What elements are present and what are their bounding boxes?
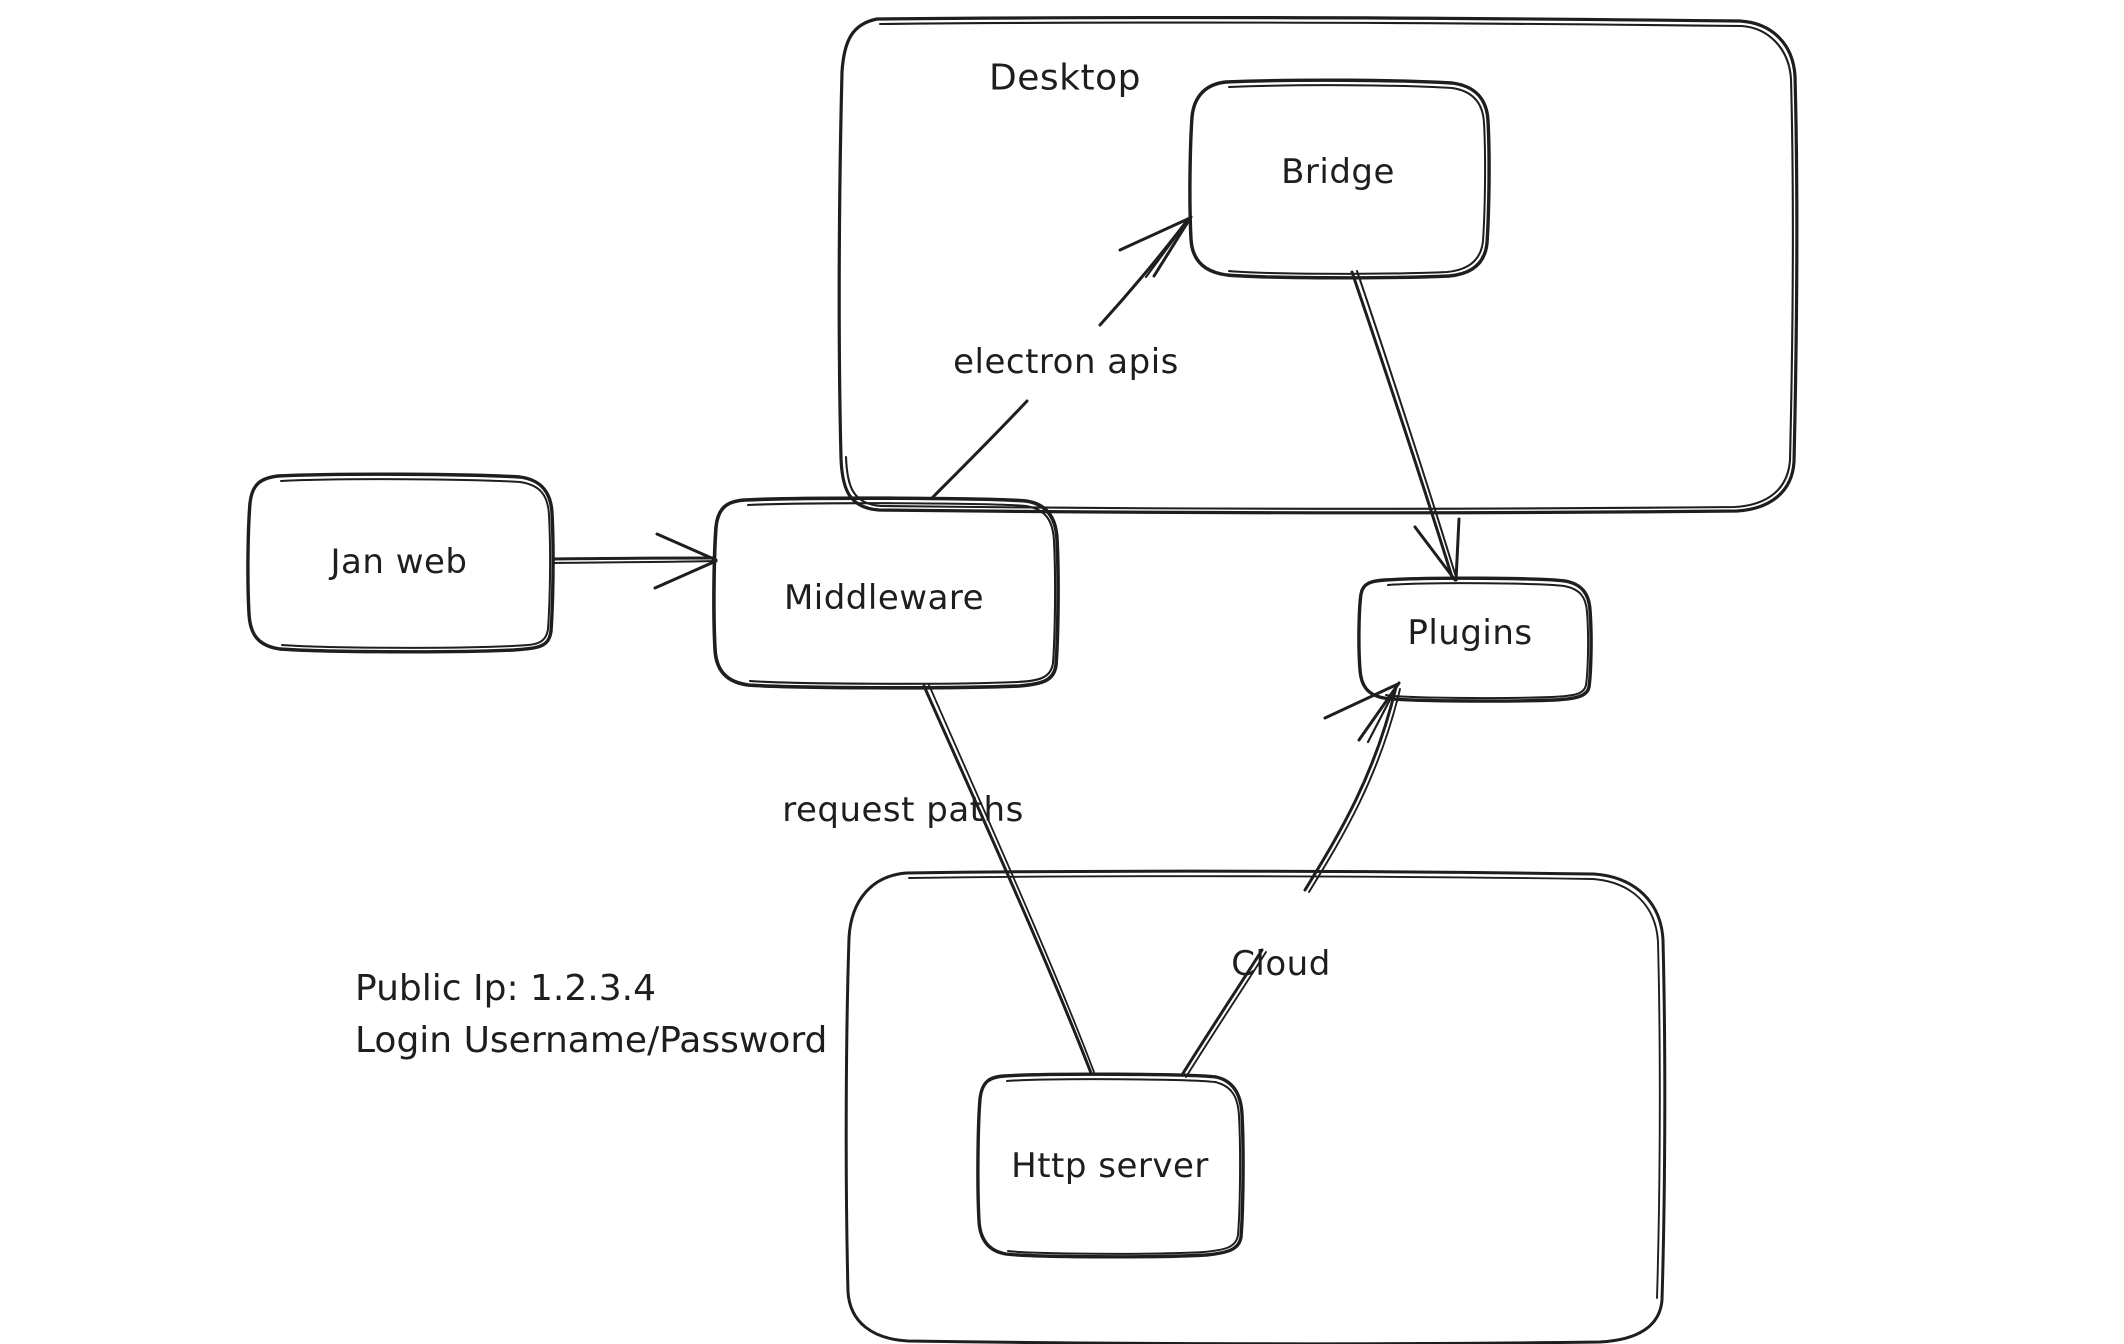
edge-label-request-paths: request paths: [782, 790, 1024, 830]
node-jan-web-outline[interactable]: [246, 472, 555, 654]
edge-middleware-to-bridge: [930, 215, 1193, 500]
edge-janweb-to-middleware: [551, 532, 718, 590]
node-label-bridge[interactable]: Bridge: [1281, 152, 1395, 192]
edge-label-cloud: Cloud: [1231, 944, 1331, 984]
node-label-middleware[interactable]: Middleware: [783, 578, 985, 618]
group-cloud-outline: [844, 869, 1667, 1344]
connection-note: Public Ip: 1.2.3.4 Login Username/Passwo…: [355, 963, 827, 1067]
edge-middleware-to-http-server: [922, 684, 1095, 1075]
edge-bridge-to-plugins: [1350, 270, 1461, 582]
node-plugins-outline[interactable]: [1357, 576, 1593, 703]
node-bridge-outline[interactable]: [1188, 78, 1491, 280]
edge-http-server-to-plugins: [1180, 681, 1401, 1078]
edge-label-electron-apis: electron apis: [946, 340, 1186, 384]
node-label-jan-web[interactable]: Jan web: [330, 542, 468, 582]
node-label-plugins[interactable]: Plugins: [1407, 613, 1533, 653]
group-label-desktop: Desktop: [989, 57, 1141, 99]
node-middleware-outline[interactable]: [712, 496, 1060, 690]
note-line-public-ip: Public Ip: 1.2.3.4: [355, 968, 656, 1009]
group-desktop-outline: [837, 15, 1799, 515]
note-line-login: Login Username/Password: [355, 1020, 828, 1061]
node-http-server-outline[interactable]: [976, 1072, 1245, 1259]
node-label-http-server[interactable]: Http server: [1011, 1146, 1209, 1186]
